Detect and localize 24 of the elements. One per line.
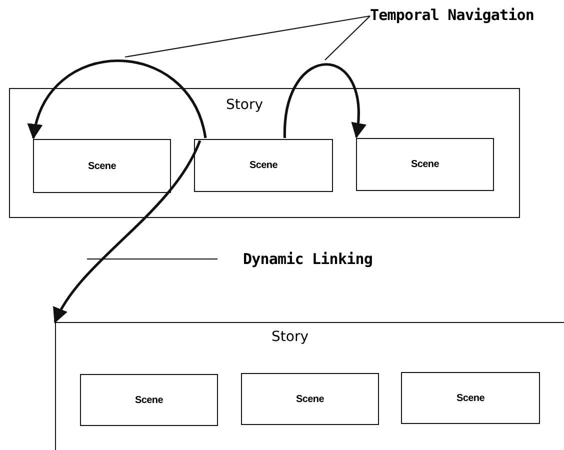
scene-label: Scene bbox=[250, 160, 278, 171]
annotation-label: Dynamic Linking bbox=[243, 250, 372, 268]
scene-box bbox=[33, 139, 171, 193]
curved-arrow bbox=[29, 60, 207, 140]
story-title: Story bbox=[225, 97, 264, 113]
scene-box bbox=[80, 374, 218, 426]
annotation-label: Temporal Navigation bbox=[370, 6, 534, 24]
leader-line bbox=[124, 15, 370, 58]
curved-arrow bbox=[54, 140, 202, 324]
scene-box bbox=[194, 139, 333, 192]
scene-label: Scene bbox=[296, 394, 324, 404]
leader-line bbox=[324, 16, 370, 60]
scene-box bbox=[401, 372, 540, 424]
scene-box bbox=[356, 138, 494, 191]
scene-label: Scene bbox=[411, 159, 439, 170]
story-frame bbox=[55, 322, 564, 450]
scene-box bbox=[241, 373, 379, 425]
scene-label: Scene bbox=[456, 392, 484, 404]
story-title: Story bbox=[270, 329, 310, 345]
scene-label: Scene bbox=[88, 160, 116, 172]
story-frame bbox=[9, 88, 520, 218]
curved-arrow bbox=[283, 63, 366, 139]
scene-label: Scene bbox=[135, 394, 163, 406]
leader-line bbox=[87, 258, 218, 260]
